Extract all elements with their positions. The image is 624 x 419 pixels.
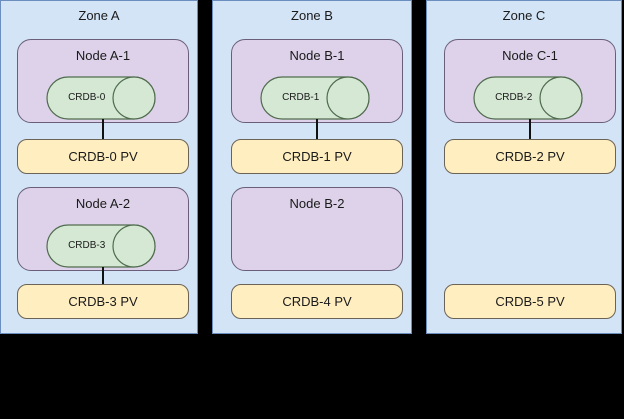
node-a-2-title: Node A-2 [75,196,131,211]
node-b-1-title: Node B-1 [289,48,345,63]
pv-crdb-0-label: CRDB-0 PV [68,149,138,164]
connector-node-a-1-to-crdb-0-pv [102,119,104,140]
zone-c[interactable]: Zone C Node C-1 CRDB-2 CRDB-2 PV CRDB-5 … [426,0,622,334]
zone-a[interactable]: Zone A Node A-1 CRDB-0 CRDB-0 PV Node A-… [0,0,198,334]
database-crdb-1-label: CRDB-1 [282,92,320,103]
pv-crdb-5-label: CRDB-5 PV [495,294,565,309]
database-crdb-3-label: CRDB-3 [68,240,106,251]
pv-crdb-3[interactable]: CRDB-3 PV [17,284,189,319]
pv-crdb-5[interactable]: CRDB-5 PV [444,284,616,319]
zone-a-title: Zone A [78,8,120,23]
node-a-1-title: Node A-1 [75,48,131,63]
database-crdb-0-label: CRDB-0 [68,92,106,103]
pv-crdb-4[interactable]: CRDB-4 PV [231,284,403,319]
pv-crdb-1-label: CRDB-1 PV [282,149,352,164]
database-crdb-1[interactable]: CRDB-1 [260,76,370,120]
database-crdb-3[interactable]: CRDB-3 [46,224,156,268]
pv-crdb-3-label: CRDB-3 PV [68,294,138,309]
node-c-1-title: Node C-1 [502,48,558,63]
pv-crdb-0[interactable]: CRDB-0 PV [17,139,189,174]
connector-node-a-2-to-crdb-3-pv [102,267,104,285]
connector-node-b-1-to-crdb-1-pv [316,119,318,140]
cylinder-icon [473,76,583,120]
database-crdb-2[interactable]: CRDB-2 [473,76,583,120]
cylinder-icon [260,76,370,120]
cylinder-icon [46,224,156,268]
zone-b[interactable]: Zone B Node B-1 CRDB-1 CRDB-1 PV Node B-… [212,0,412,334]
database-crdb-0[interactable]: CRDB-0 [46,76,156,120]
cylinder-icon [46,76,156,120]
pv-crdb-2-label: CRDB-2 PV [495,149,565,164]
node-b-2-title: Node B-2 [289,196,345,211]
pv-crdb-4-label: CRDB-4 PV [282,294,352,309]
database-crdb-2-label: CRDB-2 [495,92,533,103]
pv-crdb-1[interactable]: CRDB-1 PV [231,139,403,174]
zone-b-title: Zone B [291,8,333,23]
pv-crdb-2[interactable]: CRDB-2 PV [444,139,616,174]
connector-node-c-1-to-crdb-2-pv [529,119,531,140]
zone-c-title: Zone C [502,8,546,23]
node-b-2[interactable]: Node B-2 [231,187,403,271]
